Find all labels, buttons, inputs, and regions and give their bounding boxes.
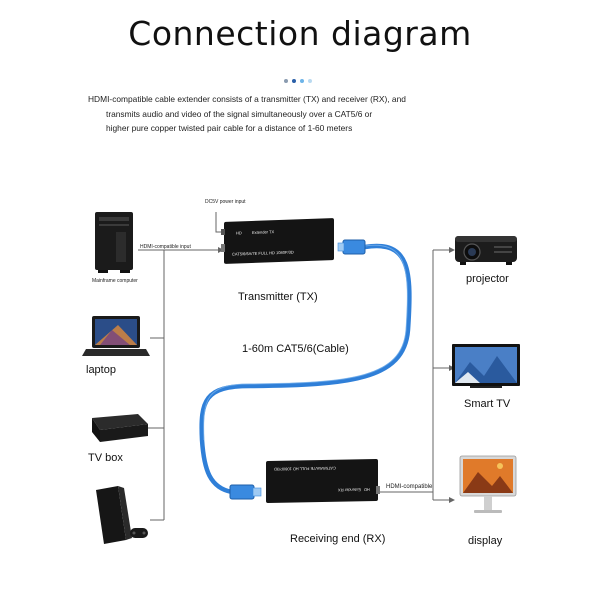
tx-input-label: HDMI-compatible input [140,244,191,250]
smart-tv-icon [452,344,520,388]
rj45-clip-tx [337,242,345,252]
rj45-connector-rx [229,484,255,500]
output-label-smarttv: Smart TV [464,398,511,410]
network-cable [199,243,412,495]
source-label-laptop: laptop [86,364,116,376]
intro-paragraph: HDMI-compatible cable extender consists … [88,92,508,136]
intro-line-1: HDMI-compatible cable extender consists … [88,94,406,104]
transmitter-device: HD Extender TX CAT5/6/6A/7E FULL HD 1080… [224,218,334,264]
page-title: Connection diagram [128,14,472,53]
receiver-device: CAT5/6/6A/7E FULL HD 1080P/3D Extender R… [266,459,378,503]
network-cable-highlight [203,244,408,441]
tx-caption: Transmitter (TX) [238,291,318,303]
output-arrow-projector [449,247,455,253]
dot [300,79,304,83]
intro-line-2: transmits audio and video of the signal … [106,108,373,119]
source-label-computer: Mainframe computer [92,278,138,284]
dot [284,79,288,83]
tx-port-hdmi [221,244,225,252]
display-icon [459,455,517,513]
laptop-icon [82,316,150,356]
rj45-clip-rx [252,487,262,497]
rx-front-text-b: Extender RX [338,487,361,493]
tx-front-text-c: CAT5/6/6A/7E FULL HD 1080P/3D [232,249,294,257]
tx-front-text-b: Extender TX [252,229,275,235]
rx-front-text-a: HD [364,487,370,493]
tx-front-text-a: HD [236,230,242,236]
rj45-connector-tx [342,239,366,255]
dot [308,79,312,83]
intro-line-3: higher pure copper twisted pair cable fo… [106,123,353,133]
mainframe-computer-icon [95,212,133,273]
output-label-projector: projector [466,273,509,285]
rx-port-hdmi [376,486,380,494]
rx-output-label: HDMI-compatible [386,484,433,490]
title-decoration-dots [284,70,324,83]
tx-port-power [221,229,225,235]
projector-icon [455,236,517,265]
output-label-display: display [468,535,503,547]
tv-box-icon [92,414,148,442]
game-console-icon [96,486,148,544]
rx-front-text-c: CAT5/6/6A/7E FULL HD 1080P/3D [274,465,336,472]
source-label-tvbox: TV box [88,452,123,464]
dot [292,79,296,83]
cable-label: 1-60m CAT5/6(Cable) [242,343,349,355]
output-arrow-display [449,497,455,503]
rx-caption: Receiving end (RX) [290,533,386,545]
tx-power-label: DC5V power input [205,199,246,205]
